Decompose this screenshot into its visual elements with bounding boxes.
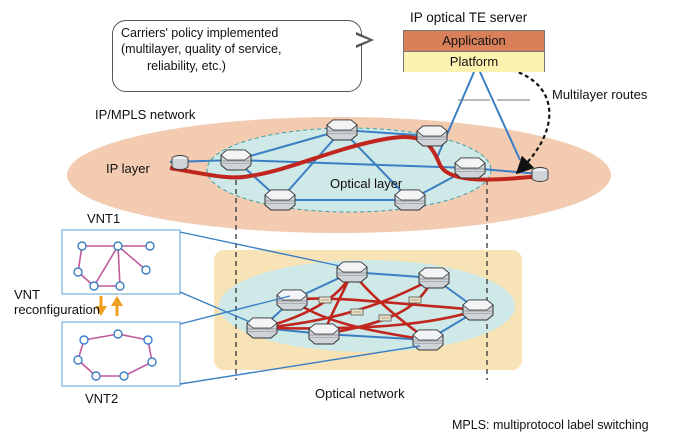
vnt2-nodes [73, 329, 157, 381]
optical-layer-label: Optical layer [330, 176, 403, 191]
vnt1-nodes [73, 241, 155, 291]
callout-line-1: Carriers' policy implemented [121, 26, 279, 40]
ip-layer-label: IP layer [106, 161, 150, 176]
application-layer: Application [404, 31, 544, 52]
vnt1-label: VNT1 [87, 211, 121, 226]
callout-line-3: reliability, etc.) [147, 58, 226, 73]
ip-mpls-network-label: IP/MPLS network [95, 107, 196, 122]
multilayer-routes-arrow [511, 68, 551, 175]
vnt2-label: VNT2 [85, 391, 119, 406]
vnt-reconfiguration-label-1: VNT [14, 287, 40, 302]
vnt-reconfiguration-label-2: reconfiguration [14, 302, 100, 317]
callout-tail-inner [354, 34, 369, 46]
optical-network-label: Optical network [315, 386, 405, 401]
vnt-mapping-lines [179, 231, 421, 385]
te-server-box: Application Platform [403, 30, 545, 72]
server-title: IP optical TE server [410, 10, 528, 25]
callout-line-2: (multilayer, quality of service, [121, 42, 282, 57]
multilayer-routes-label: Multilayer routes [552, 87, 648, 102]
policy-callout: Carriers' policy implemented (multilayer… [112, 20, 362, 92]
platform-layer: Platform [404, 52, 544, 72]
mpls-footnote: MPLS: multiprotocol label switching [452, 418, 649, 432]
vnt-reconfiguration-arrows [95, 296, 123, 316]
